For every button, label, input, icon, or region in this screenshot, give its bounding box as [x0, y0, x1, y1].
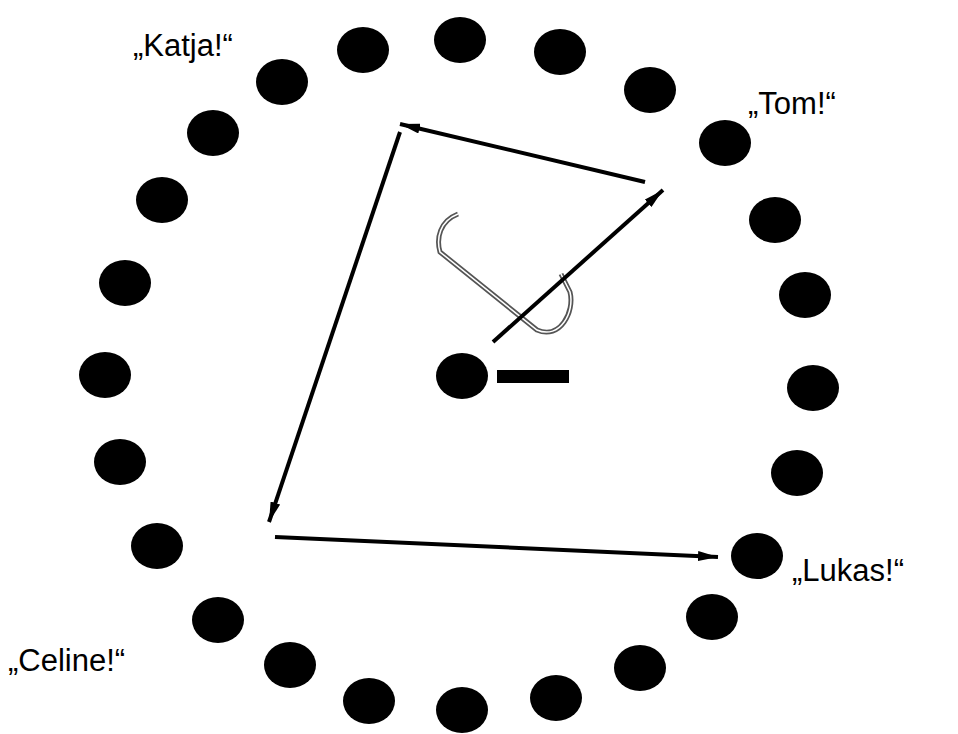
pass-arrows	[269, 124, 718, 557]
person-name: „Katja!“	[133, 30, 233, 61]
person-name: „Lukas!“	[792, 555, 904, 586]
person-name: „Tom!“	[748, 88, 836, 119]
person-name: „Celine!“	[8, 645, 125, 676]
center-bar	[497, 370, 569, 383]
pass-symbol	[439, 214, 571, 332]
pass-symbol-inner	[439, 214, 571, 332]
center-person	[436, 353, 488, 399]
person-dots	[79, 17, 839, 733]
